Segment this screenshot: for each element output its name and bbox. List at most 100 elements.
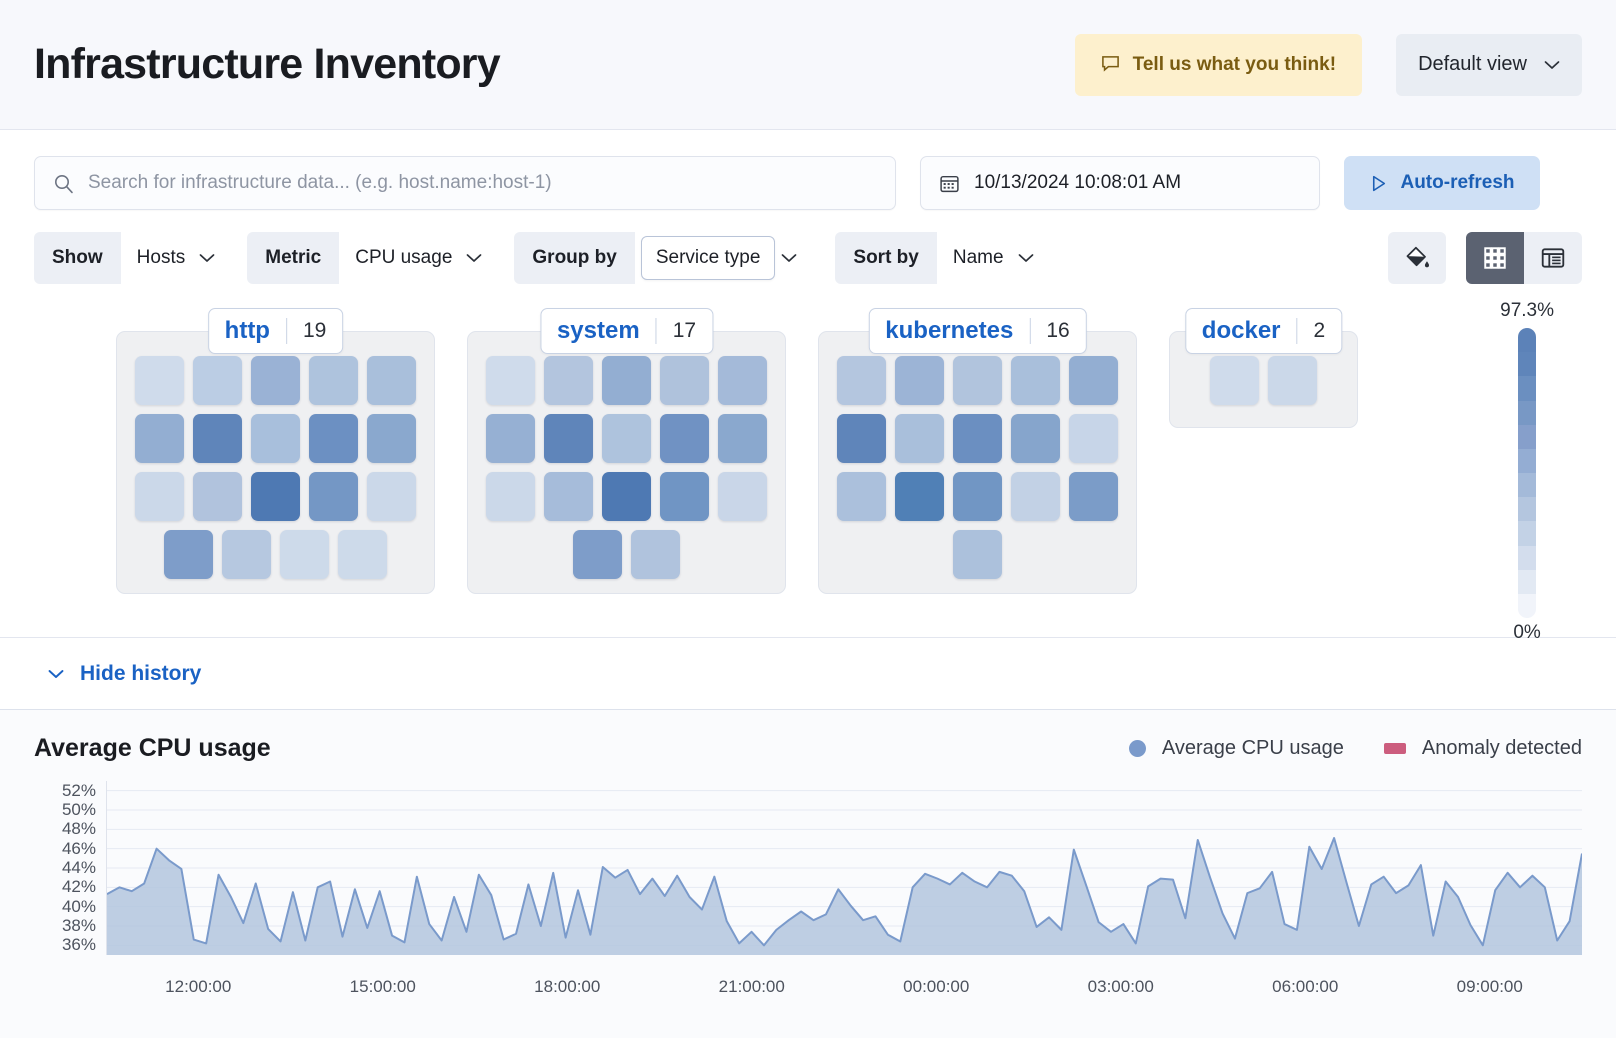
- host-tile[interactable]: [1011, 356, 1060, 405]
- host-tile[interactable]: [953, 530, 1002, 579]
- host-tile[interactable]: [309, 472, 358, 521]
- x-axis-tick: 12:00:00: [165, 977, 232, 996]
- host-tile[interactable]: [1069, 472, 1118, 521]
- filter-group-by: Group by Service type: [514, 232, 797, 284]
- date-picker[interactable]: 10/13/2024 10:08:01 AM: [920, 156, 1320, 210]
- host-tile[interactable]: [718, 414, 767, 463]
- host-tile[interactable]: [718, 356, 767, 405]
- legend-controls-button[interactable]: [1388, 232, 1446, 284]
- chart-title: Average CPU usage: [34, 734, 271, 762]
- host-tile[interactable]: [135, 472, 184, 521]
- host-tile[interactable]: [486, 414, 535, 463]
- chat-bubble-icon: [1101, 56, 1119, 72]
- y-axis-tick: 38%: [61, 916, 96, 935]
- filter-show-select[interactable]: Hosts: [121, 232, 232, 284]
- host-tile[interactable]: [1069, 356, 1118, 405]
- chart-header: Average CPU usage Average CPU usage Anom…: [34, 734, 1582, 763]
- chart-plot-area[interactable]: [106, 781, 1583, 955]
- host-tile[interactable]: [367, 414, 416, 463]
- host-tile[interactable]: [367, 356, 416, 405]
- host-tile[interactable]: [573, 530, 622, 579]
- search-input[interactable]: Search for infrastructure data... (e.g. …: [34, 156, 896, 210]
- tile-rows: [1210, 356, 1317, 405]
- filter-sort-by-select[interactable]: Name: [937, 232, 1050, 284]
- filter-sort-by-label: Sort by: [835, 232, 937, 284]
- host-tile[interactable]: [953, 472, 1002, 521]
- table-view-toggle[interactable]: [1524, 232, 1582, 284]
- legend-item-anomaly-detected[interactable]: Anomaly detected: [1383, 737, 1582, 760]
- host-tile[interactable]: [895, 356, 944, 405]
- tile-row: [135, 414, 416, 463]
- host-tile[interactable]: [135, 356, 184, 405]
- host-tile[interactable]: [193, 414, 242, 463]
- host-tile[interactable]: [895, 472, 944, 521]
- host-tile[interactable]: [602, 356, 651, 405]
- host-tile[interactable]: [135, 414, 184, 463]
- filter-group-by-select[interactable]: Service type: [640, 236, 776, 280]
- tile-row: [837, 472, 1118, 521]
- host-tile[interactable]: [193, 472, 242, 521]
- host-tile[interactable]: [544, 356, 593, 405]
- host-tile[interactable]: [953, 356, 1002, 405]
- host-tile[interactable]: [602, 472, 651, 521]
- y-axis-tick: 48%: [61, 819, 96, 839]
- host-tile[interactable]: [486, 356, 535, 405]
- host-tile[interactable]: [309, 356, 358, 405]
- group-divider: [285, 318, 287, 344]
- host-tile[interactable]: [602, 414, 651, 463]
- host-tile[interactable]: [660, 472, 709, 521]
- host-tile[interactable]: [309, 414, 358, 463]
- host-tile[interactable]: [837, 414, 886, 463]
- host-tile[interactable]: [1210, 356, 1259, 405]
- date-value: 10/13/2024 10:08:01 AM: [974, 172, 1182, 193]
- host-tile[interactable]: [251, 472, 300, 521]
- host-tile[interactable]: [222, 530, 271, 579]
- host-tile[interactable]: [953, 414, 1002, 463]
- auto-refresh-button[interactable]: Auto-refresh: [1344, 156, 1540, 210]
- chevron-down-icon[interactable]: [48, 669, 64, 679]
- play-icon: [1373, 175, 1386, 191]
- color-legend: 97.3% 0%: [1500, 300, 1554, 644]
- view-selector-button[interactable]: Default view: [1396, 33, 1582, 96]
- filter-group-by-label: Group by: [514, 232, 635, 284]
- hide-history-button[interactable]: Hide history: [80, 661, 202, 685]
- chevron-down-icon[interactable]: [781, 253, 797, 263]
- host-tile[interactable]: [544, 472, 593, 521]
- host-tile[interactable]: [1011, 414, 1060, 463]
- legend-max-value: 97.3%: [1500, 300, 1554, 321]
- host-tile[interactable]: [544, 414, 593, 463]
- host-tile[interactable]: [660, 414, 709, 463]
- host-tile[interactable]: [837, 356, 886, 405]
- host-tile[interactable]: [251, 356, 300, 405]
- host-tile[interactable]: [837, 472, 886, 521]
- host-tile[interactable]: [280, 530, 329, 579]
- host-tile[interactable]: [895, 414, 944, 463]
- host-tile[interactable]: [631, 530, 680, 579]
- host-tile[interactable]: [1268, 356, 1317, 405]
- host-tile[interactable]: [251, 414, 300, 463]
- search-placeholder: Search for infrastructure data... (e.g. …: [88, 172, 552, 193]
- feedback-button[interactable]: Tell us what you think!: [1074, 33, 1363, 96]
- filter-metric-select[interactable]: CPU usage: [339, 232, 498, 284]
- host-tile[interactable]: [193, 356, 242, 405]
- host-tile[interactable]: [660, 356, 709, 405]
- grid-view-toggle[interactable]: [1466, 232, 1524, 284]
- legend-item-average-cpu-usage[interactable]: Average CPU usage: [1128, 737, 1344, 760]
- legend-marker-rect: [1383, 743, 1406, 754]
- host-tile[interactable]: [486, 472, 535, 521]
- host-tile[interactable]: [338, 530, 387, 579]
- x-axis-tick: 06:00:00: [1272, 977, 1339, 996]
- host-tile[interactable]: [1011, 472, 1060, 521]
- group-name: kubernetes: [885, 317, 1014, 344]
- host-tile[interactable]: [1069, 414, 1118, 463]
- host-tile[interactable]: [718, 472, 767, 521]
- host-tile[interactable]: [164, 530, 213, 579]
- host-tile[interactable]: [367, 472, 416, 521]
